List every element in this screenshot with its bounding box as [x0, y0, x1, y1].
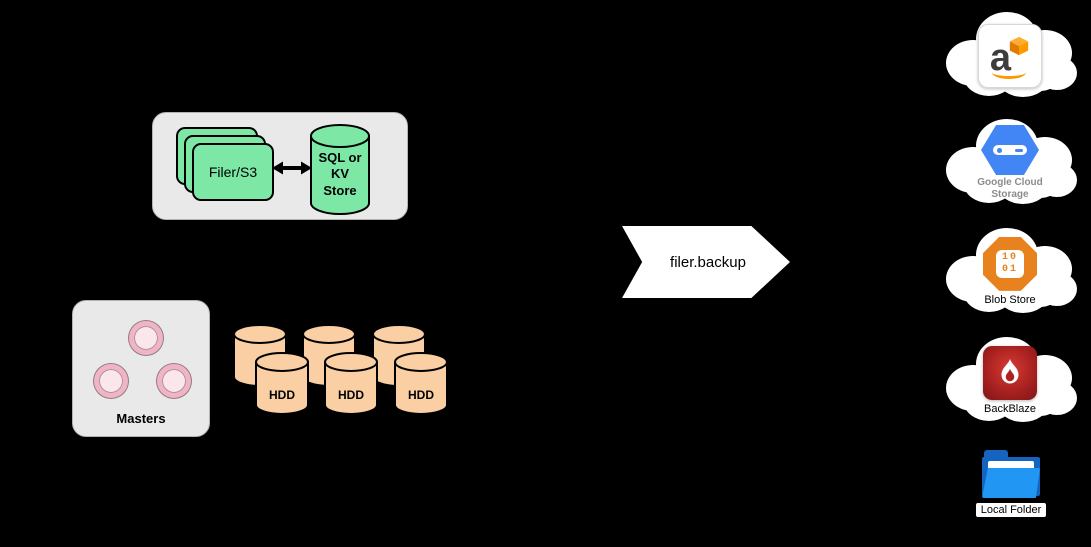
hdd-cylinder: HDD: [253, 352, 311, 416]
aws-cloud-content: a: [933, 5, 1087, 107]
gcs-cloud-content: Google Cloud Storage: [933, 112, 1087, 214]
hdd-label: HDD: [338, 388, 364, 402]
blob-bits-top: 10: [1001, 252, 1018, 264]
folder-tab: [984, 450, 1008, 460]
blob-bits-bottom: 01: [1001, 263, 1018, 275]
backblaze-icon: [983, 345, 1037, 400]
double-arrow-icon: [272, 161, 312, 175]
sql-kv-store-cylinder: SQL or KV Store: [308, 124, 372, 216]
backblaze-label: BackBlaze: [984, 402, 1036, 415]
blob-cloud-content: 10 01 Blob Store: [933, 221, 1087, 323]
masters-panel: Masters: [72, 300, 210, 437]
flame-icon: [1001, 358, 1019, 384]
folder-front: [982, 468, 1040, 498]
gcs-dot-icon: [997, 147, 1002, 153]
aws-cube-icon: [1009, 36, 1029, 56]
master-node-icon: [129, 321, 163, 355]
cylinder-shape-icon: [255, 352, 309, 415]
masters-label: Masters: [116, 411, 166, 426]
backblaze-cloud-content: BackBlaze: [933, 330, 1087, 432]
backup-label: filer.backup: [670, 253, 746, 271]
cylinder-shape-icon: [310, 124, 370, 215]
hdd-label: HDD: [269, 388, 295, 402]
gcs-label-line1: Google Cloud: [977, 177, 1043, 188]
filer-stack-front: Filer/S3: [192, 143, 274, 201]
hdd-label: HDD: [408, 388, 434, 402]
gcs-label-line2: Storage: [991, 189, 1029, 200]
google-cloud-storage-cloud: Google Cloud Storage: [933, 112, 1087, 214]
cylinder-shape-icon: [324, 352, 378, 415]
google-cloud-storage-icon: [981, 125, 1039, 175]
store-label: SQL or KV Store: [318, 150, 362, 198]
master-node-icon: [94, 364, 128, 398]
blob-store-cloud: 10 01 Blob Store: [933, 221, 1087, 323]
aws-smile-icon: [992, 66, 1026, 79]
filer-backup-arrow: filer.backup: [622, 226, 790, 298]
local-folder-label: Local Folder: [975, 503, 1047, 517]
aws-s3-cloud: a: [933, 5, 1087, 107]
local-folder-icon: [982, 450, 1040, 498]
cylinder-shape-icon: [394, 352, 448, 415]
hdd-cylinder: HDD: [322, 352, 380, 416]
blob-bits: 10 01: [996, 249, 1024, 278]
local-folder-target: Local Folder: [972, 450, 1050, 518]
master-node-icon: [157, 364, 191, 398]
backblaze-cloud: BackBlaze: [933, 330, 1087, 432]
blob-store-icon: 10 01: [983, 236, 1037, 291]
filer-cluster-panel: Filer/S3 SQL or KV Store: [152, 112, 408, 220]
gcs-bar-icon: [993, 145, 1027, 155]
aws-s3-icon: a: [978, 24, 1042, 88]
hdd-cylinder: HDD: [392, 352, 450, 416]
gcs-dash-icon: [1014, 148, 1023, 152]
filer-label: Filer/S3: [208, 164, 258, 180]
blob-store-label: Blob Store: [984, 293, 1036, 306]
